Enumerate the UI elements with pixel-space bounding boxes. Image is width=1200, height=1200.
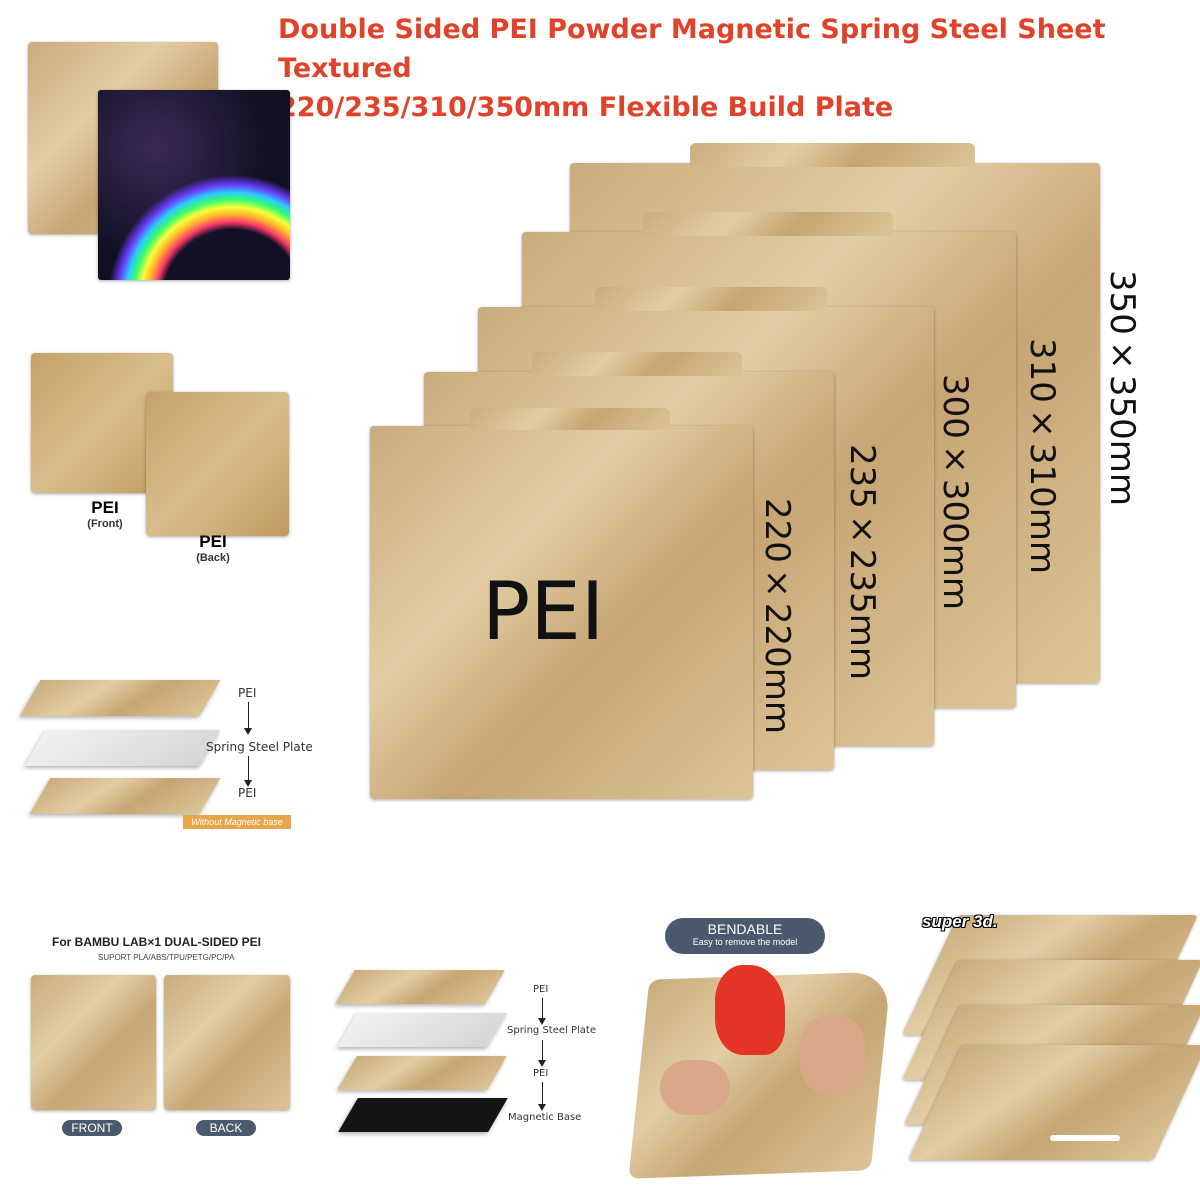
pei-front-sub: (Front) <box>87 518 123 530</box>
layer-a-arrowhead-1 <box>244 728 252 735</box>
layer-b-base-label: Magnetic Base <box>508 1112 582 1123</box>
pei-back-sheet <box>146 392 289 536</box>
layer-a-spring-steel <box>24 730 221 766</box>
without-magnetic-badge: Without Magnetic base <box>183 815 291 829</box>
layer-b-arrow-3 <box>542 1082 543 1106</box>
layer-b-arrow-2 <box>542 1040 543 1062</box>
layer-b-spring-steel <box>337 1013 507 1047</box>
bambu-heading: For BAMBU LAB×1 DUAL-SIDED PEI <box>52 935 262 949</box>
pei-back-label: PEI (Back) <box>180 532 246 564</box>
super3d-brand: super 3d. <box>922 912 998 931</box>
layer-a-top-label: PEI <box>238 686 257 700</box>
layer-b-lower-label: PEI <box>533 1068 549 1079</box>
sheet-220-tab <box>470 408 670 430</box>
dim-235: 235×235mm <box>842 444 882 681</box>
red-dragon-model <box>715 965 785 1055</box>
dim-220: 220×220mm <box>757 498 797 735</box>
hand-right <box>800 1015 865 1095</box>
layer-a-top-pei <box>19 680 221 716</box>
layer-b-top-label: PEI <box>533 984 549 995</box>
layer-b-magnetic-base <box>338 1098 508 1132</box>
layer-a-bottom-pei <box>29 778 221 814</box>
dim-310: 310×310mm <box>1022 338 1062 575</box>
bendable-sub: Easy to remove the model <box>692 937 798 947</box>
dim-350: 350×350mm <box>1102 270 1142 507</box>
layer-a-arrowhead-2 <box>244 780 252 787</box>
bambu-back-sheet <box>164 975 290 1110</box>
pei-back-title: PEI <box>199 532 227 551</box>
bambu-front-sheet <box>31 975 156 1110</box>
sheet-350-tab <box>690 143 975 167</box>
bendable-pill: BENDABLE Easy to remove the model <box>665 918 825 954</box>
layer-b-arrowhead-2 <box>538 1060 546 1067</box>
sheet-300-tab <box>595 287 827 311</box>
layer-a-arrow-2 <box>248 756 249 782</box>
layer-b-arrowhead-1 <box>538 1018 546 1025</box>
front-button[interactable]: FRONT <box>62 1120 122 1136</box>
layer-a-middle-label: Spring Steel Plate <box>206 740 313 754</box>
layer-a-bottom-label: PEI <box>238 786 257 800</box>
layer-b-arrowhead-3 <box>538 1104 546 1111</box>
holographic-sheet-image <box>98 90 290 280</box>
product-title: Double Sided PEI Powder Magnetic Spring … <box>278 10 1193 127</box>
hand-left <box>660 1060 730 1115</box>
dim-300: 300×300mm <box>935 374 975 611</box>
title-line-2: 220/235/310/350mm Flexible Build Plate <box>278 92 894 123</box>
layer-b-middle-label: Spring Steel Plate <box>507 1025 596 1036</box>
layer-b-top-pei <box>335 970 505 1004</box>
layer-b-arrow-1 <box>542 998 543 1020</box>
sheet-220 <box>370 426 753 799</box>
pei-back-sub: (Back) <box>196 552 230 564</box>
layer-b-lower-pei <box>337 1056 507 1090</box>
bambu-support: SUPORT PLA/ABS/TPU/PETG/PC/PA <box>98 953 235 962</box>
pei-front-label: PEI (Front) <box>72 498 138 530</box>
sheet-235-tab <box>532 352 742 376</box>
back-button[interactable]: BACK <box>196 1120 256 1136</box>
pei-front-title: PEI <box>91 498 119 517</box>
pei-big-label: PEI <box>482 565 605 658</box>
title-line-1: Double Sided PEI Powder Magnetic Spring … <box>278 14 1106 84</box>
layer-a-arrow-1 <box>248 702 249 730</box>
super3d-slot <box>1050 1135 1120 1141</box>
sheet-310-tab <box>643 212 893 236</box>
bendable-title: BENDABLE <box>707 921 783 937</box>
